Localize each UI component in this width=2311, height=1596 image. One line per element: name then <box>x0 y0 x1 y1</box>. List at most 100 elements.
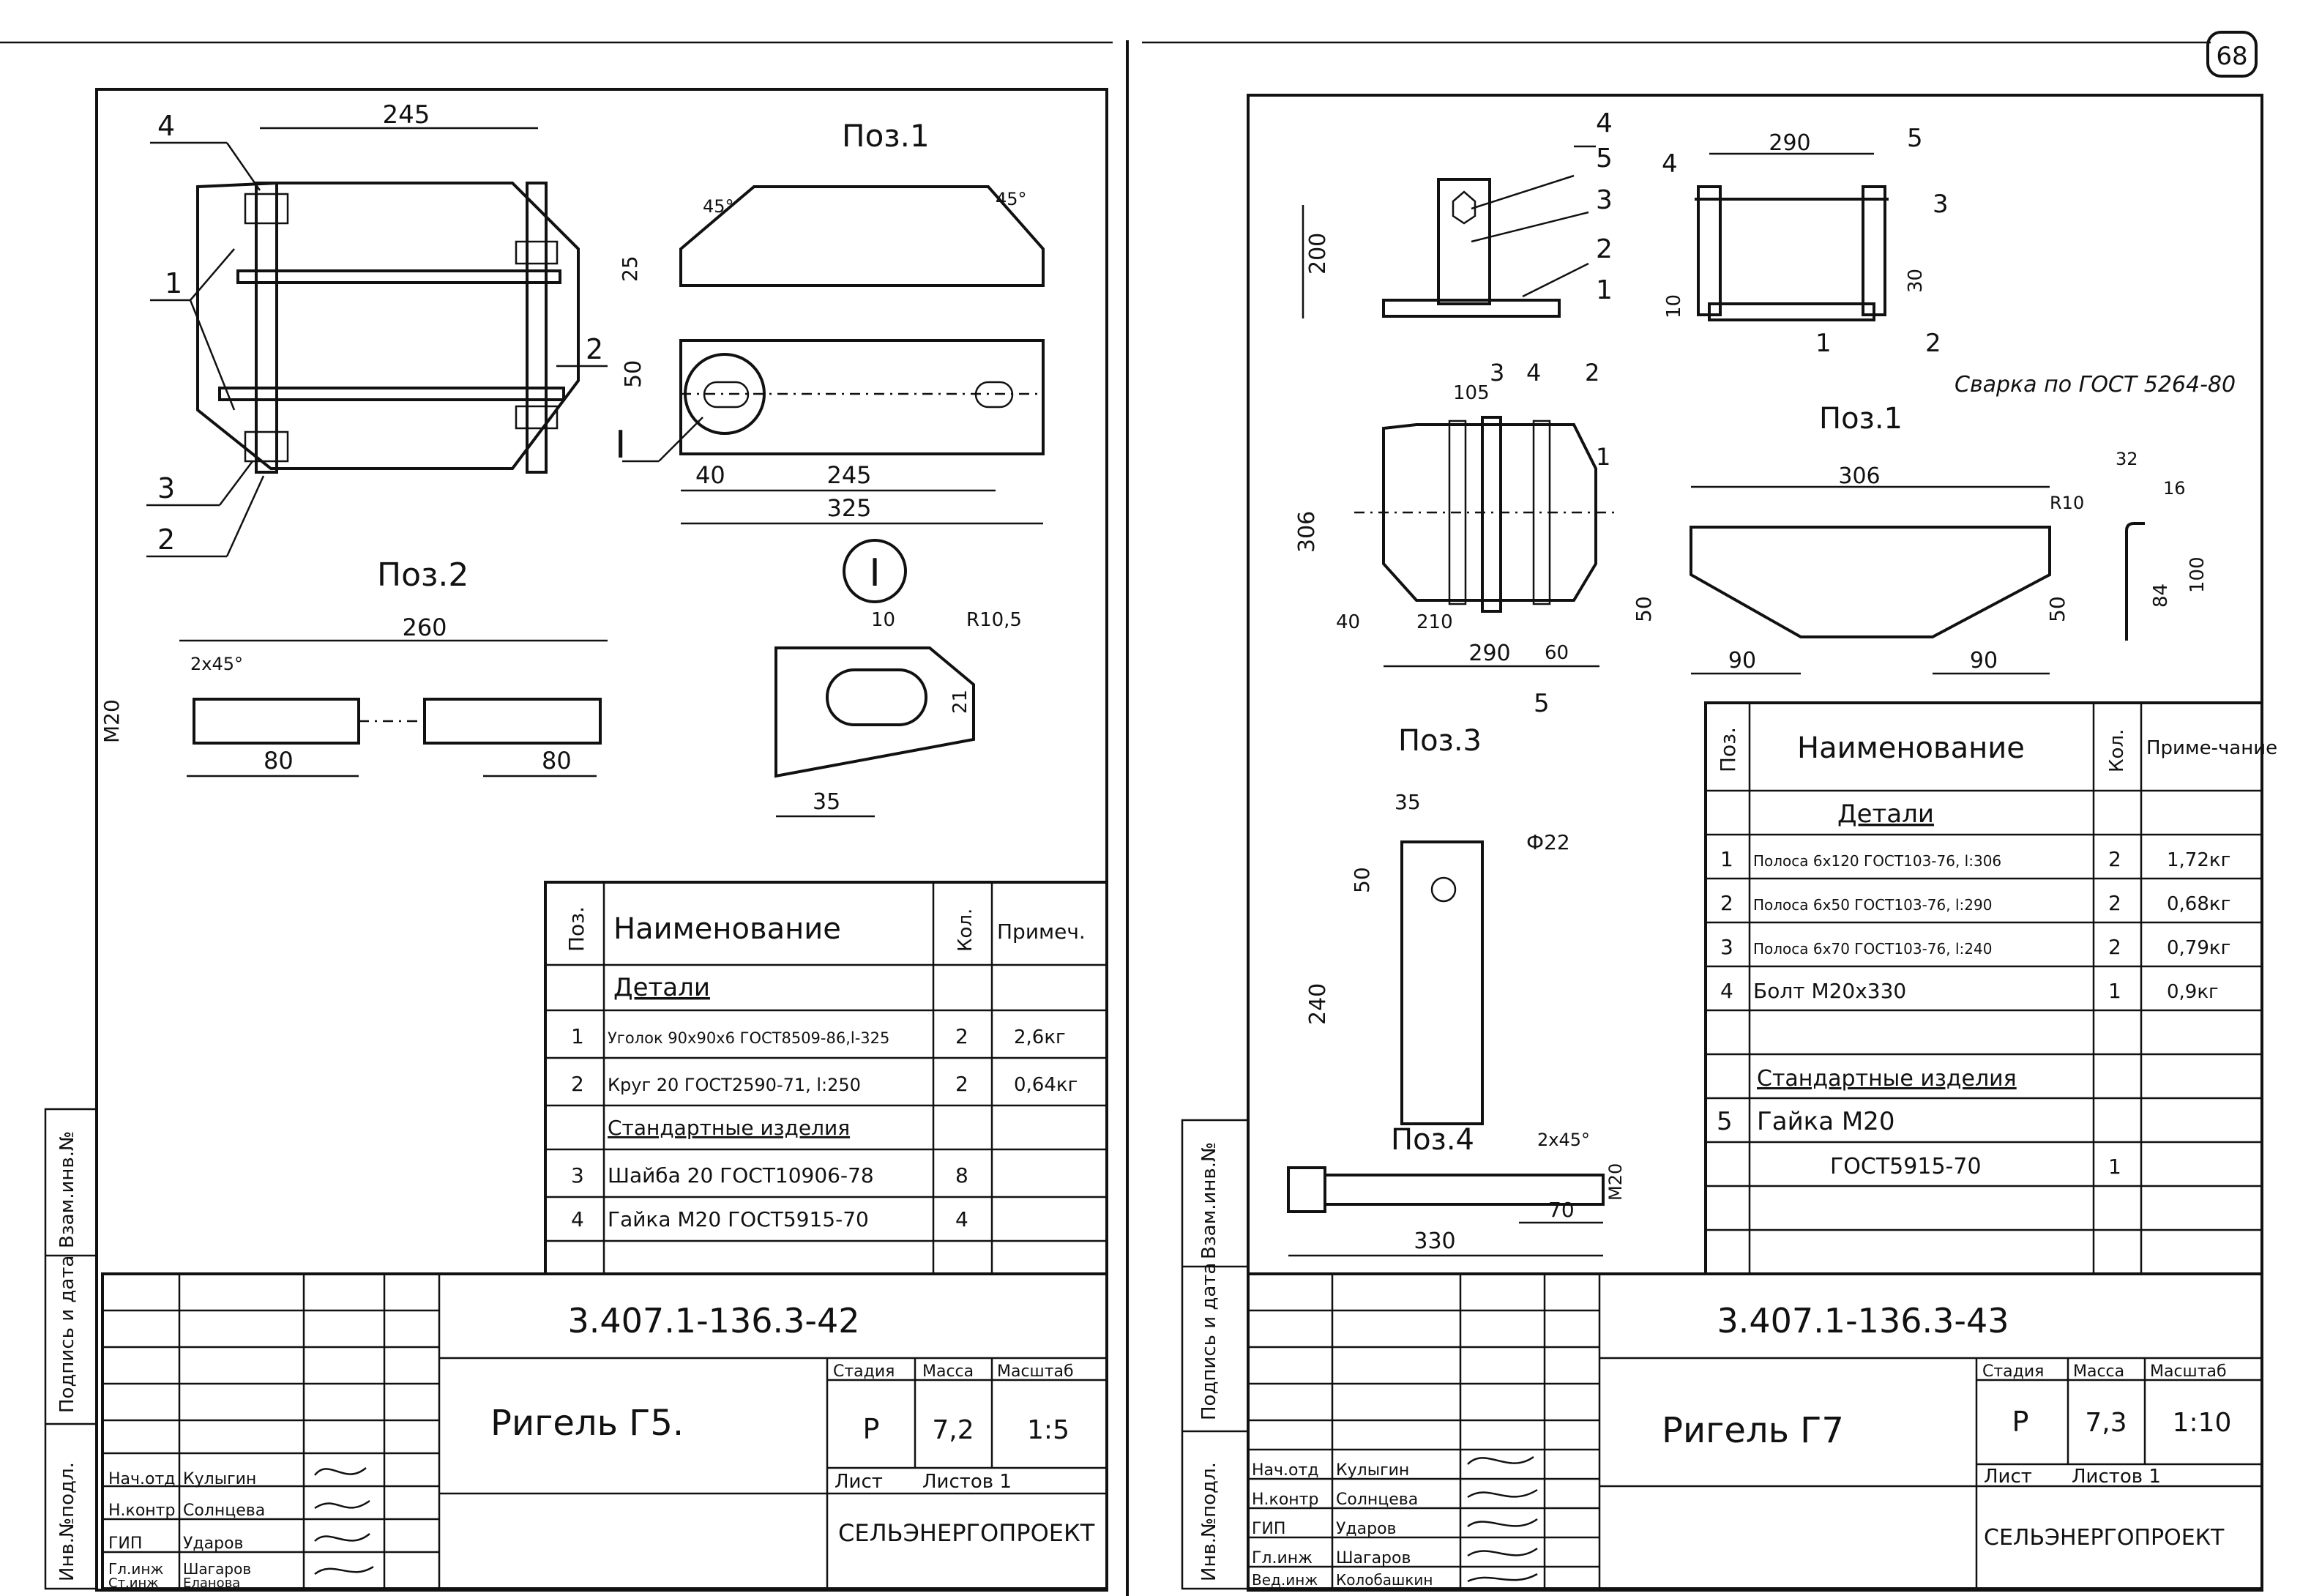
r-row6-qty: 1 <box>2108 1155 2121 1179</box>
r-org-name: СЕЛЬЭНЕРГОПРОЕКТ <box>1984 1525 2225 1551</box>
r-th-name: Наименование <box>1797 731 2025 765</box>
right-pos4-view: Поз.4 2x45° M20 70 330 <box>1287 1123 1626 1257</box>
mass-value: 7,2 <box>932 1415 974 1445</box>
r-signature-5 <box>1467 1573 1538 1583</box>
detail-marker-I: I <box>615 423 626 467</box>
v-callout-4: 4 <box>1526 359 1541 387</box>
dim-260: 260 <box>402 614 447 641</box>
right-front-view: 290 10 30 4 5 3 1 2 Сварка по ГОСТ 5264-… <box>1662 124 2236 398</box>
dim-210: 210 <box>1416 611 1453 633</box>
drawing-title: Ригель Г5. <box>490 1403 684 1444</box>
r-th-pos: Поз. <box>1716 727 1740 772</box>
r-row3-note: 0,79кг <box>2167 937 2230 959</box>
dim-50: 50 <box>621 360 646 388</box>
callout-1: 1 <box>165 267 182 299</box>
r-callout-4: 4 <box>1596 108 1613 138</box>
section-details: Детали <box>613 973 710 1002</box>
dim-40r: 40 <box>1336 611 1360 633</box>
dim-50a: 50 <box>1632 596 1656 622</box>
r-row5-pos: 5 <box>1717 1107 1733 1136</box>
label-pos1: Поз.1 <box>842 118 930 154</box>
r-row4-name: Болт М20х330 <box>1753 979 1906 1003</box>
r-row4-qty: 1 <box>2108 979 2121 1003</box>
staff-role-5: Ст.инж <box>108 1576 158 1591</box>
r-section-details: Детали <box>1837 799 1934 829</box>
r-row5-name: Гайка М20 <box>1757 1107 1894 1136</box>
r-signature-3 <box>1467 1518 1538 1528</box>
mass-header: Масса <box>922 1362 974 1381</box>
r-th-note: Приме-чание <box>2146 737 2277 759</box>
th-name: Наименование <box>613 912 841 946</box>
r-row4-pos: 4 <box>1720 979 1733 1003</box>
dim-245-top: 245 <box>383 100 430 130</box>
right-pos1-view: Поз.1 306 50 50 90 90 R10 32 16 84 100 <box>1632 402 2209 675</box>
r-staff-role-3: ГИП <box>1252 1520 1285 1538</box>
sheet-number-badge: 68 <box>2206 31 2258 78</box>
label-pos2: Поз.2 <box>377 556 468 594</box>
dim-r10: R10 <box>2050 493 2084 513</box>
r-callout-2: 2 <box>1596 234 1613 264</box>
sheets-header: Листов 1 <box>922 1471 1012 1493</box>
signature-2 <box>314 1499 370 1510</box>
r-signature-4 <box>1467 1547 1538 1557</box>
callout-2b: 2 <box>157 523 175 556</box>
right-title-block: 3.407.1-136.3-43 Ригель Г7 Стадия Масса … <box>1247 1272 2263 1590</box>
sheet-number: 68 <box>2216 42 2247 71</box>
scale-header: Масштаб <box>997 1362 1074 1381</box>
left-side-stamp: Инв.№подл. Подпись и дата Взам.инв.№ <box>44 1108 98 1590</box>
row3-pos: 3 <box>571 1163 584 1187</box>
dim-105: 105 <box>1453 382 1490 404</box>
r-signature-1 <box>1467 1455 1534 1465</box>
r-row3-name: Полоса 6х70 ГОСТ103-76, l:240 <box>1753 940 1992 958</box>
staff-name-2: Солнцева <box>183 1502 265 1520</box>
dim-m20r: M20 <box>1605 1163 1626 1201</box>
dim-chamfer: 2x45° <box>190 654 243 674</box>
dim-16: 16 <box>2163 478 2186 499</box>
staff-role-2: Н.контр <box>108 1502 175 1520</box>
callout-3: 3 <box>157 472 175 504</box>
dim-40: 40 <box>695 461 725 489</box>
staff-name-1: Кулыгин <box>183 1470 256 1488</box>
angle-45b: 45° <box>996 189 1027 209</box>
r-staff-name-3: Удаpов <box>1336 1520 1397 1538</box>
stamp-inv: Инв.№подл. <box>56 1462 78 1581</box>
r-callout-5: 5 <box>1596 143 1613 174</box>
signature-4 <box>314 1565 374 1575</box>
stamp-replace: Взам.инв.№ <box>56 1131 78 1248</box>
dim-70: 70 <box>1548 1198 1575 1222</box>
r-row1-note: 1,72кг <box>2167 849 2230 871</box>
label-pos4: Поз.4 <box>1391 1123 1474 1157</box>
row2-pos: 2 <box>571 1072 584 1096</box>
angle-45a: 45° <box>703 196 734 217</box>
left-assembly-view: 245 4 1 2 3 2 <box>146 100 608 558</box>
s-callout-4: 4 <box>1662 149 1678 179</box>
row1-note: 2,6кг <box>1014 1026 1066 1048</box>
callout-2: 2 <box>586 333 603 365</box>
stage-header: Стадия <box>833 1362 895 1381</box>
r-staff-role-4: Гл.инж <box>1252 1549 1313 1567</box>
staff-name-3: Удаpов <box>183 1535 244 1553</box>
row2-qty: 2 <box>955 1072 968 1096</box>
signature-1 <box>314 1467 367 1476</box>
dim-90b: 90 <box>1970 648 1998 674</box>
row3-qty: 8 <box>955 1163 968 1187</box>
row1-qty: 2 <box>955 1024 968 1048</box>
dim-m20: M20 <box>100 699 124 743</box>
dim-306: 306 <box>1294 511 1320 553</box>
dim-50b: 50 <box>2045 596 2069 622</box>
staff-name-5: Еланова <box>183 1576 240 1591</box>
left-sheet: Инв.№подл. Подпись и дата Взам.инв.№ 245… <box>44 88 1108 1592</box>
dim-10: 10 <box>871 609 895 631</box>
v-callout-3: 3 <box>1490 359 1504 387</box>
drawing-code: 3.407.1-136.3-42 <box>568 1301 860 1340</box>
signature-3 <box>314 1533 370 1542</box>
right-plate-view: 35 50 Ф22 240 <box>1305 790 1570 1125</box>
left-pos2-view: Поз.2 260 2x45° M20 80 80 <box>100 556 608 778</box>
dim-325: 325 <box>826 494 871 522</box>
dim-60: 60 <box>1545 642 1569 664</box>
dim-10r: 10 <box>1663 294 1685 318</box>
dim-80b: 80 <box>542 747 572 775</box>
r-row1-name: Полоса 6х120 ГОСТ103-76, l:306 <box>1753 852 2001 870</box>
r-th-qty: Кол. <box>2106 729 2128 772</box>
r-stamp-inv: Инв.№подл. <box>1198 1462 1220 1581</box>
